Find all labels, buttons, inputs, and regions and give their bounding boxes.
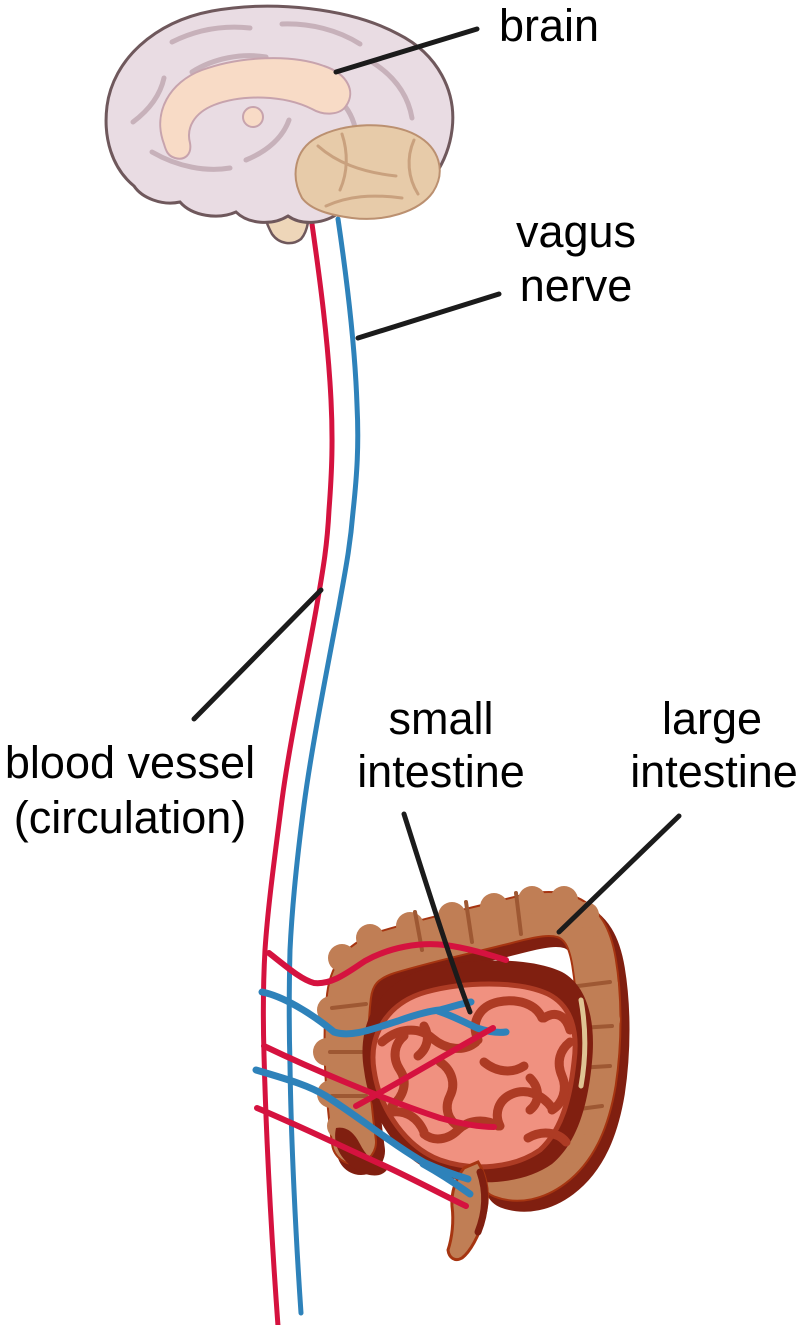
blue-branch-fork-down: [434, 1007, 510, 1036]
large-intestine-label-line2: intestine: [630, 746, 798, 797]
brain-label: brain: [499, 0, 599, 51]
vagus-nerve-label-line1: vagus: [516, 206, 636, 257]
blood-vessel-label-line2: (circulation): [14, 792, 247, 843]
labels: brain vagus nerve blood vessel (circulat…: [5, 0, 798, 843]
main-trunks: [260, 216, 361, 1325]
red-branch-diagonal: [353, 1025, 496, 1109]
mesentery-stripe: [578, 997, 588, 1089]
intestine-illustration: [313, 886, 630, 1262]
corpus-callosum: [159, 57, 352, 160]
vagus-nerve-label-line2: nerve: [520, 260, 633, 311]
red-branch-mid: [261, 1043, 497, 1130]
pointer-lines: [191, 26, 682, 1015]
cerebellum-texture: [316, 132, 420, 208]
large-intestine-label-line1: large: [662, 693, 762, 744]
small-intestine-pointer-line: [401, 811, 473, 1015]
small-intestine-coils: [377, 996, 575, 1147]
large-intestine-tube: [325, 893, 620, 1200]
small-intestine-label-line2: intestine: [357, 746, 525, 797]
blue-branch-main: [258, 988, 444, 1038]
blue-branch-lower-fork-down: [419, 1160, 474, 1198]
red-branch-upper: [266, 941, 509, 987]
large-intestine-pointer-line: [556, 813, 682, 935]
blue-branch-lower: [252, 1066, 429, 1167]
rectum-shadow-stripe: [474, 1168, 489, 1236]
branch-vessels: [252, 941, 510, 1209]
blood-vessel-label-line1: blood vessel: [5, 737, 255, 788]
vagus-nerve-pointer-line: [355, 291, 502, 341]
small-intestine-label-line1: small: [388, 693, 493, 744]
brain-illustration: [104, 4, 455, 245]
blood-vessel-red-trunk: [260, 221, 335, 1325]
vagus-nerve-blue-trunk: [286, 216, 361, 1316]
brain-pointer-line: [333, 26, 480, 75]
red-branch-lower: [254, 1105, 469, 1209]
thalamus-dot: [242, 106, 264, 128]
blood-vessel-pointer-line: [191, 587, 324, 722]
